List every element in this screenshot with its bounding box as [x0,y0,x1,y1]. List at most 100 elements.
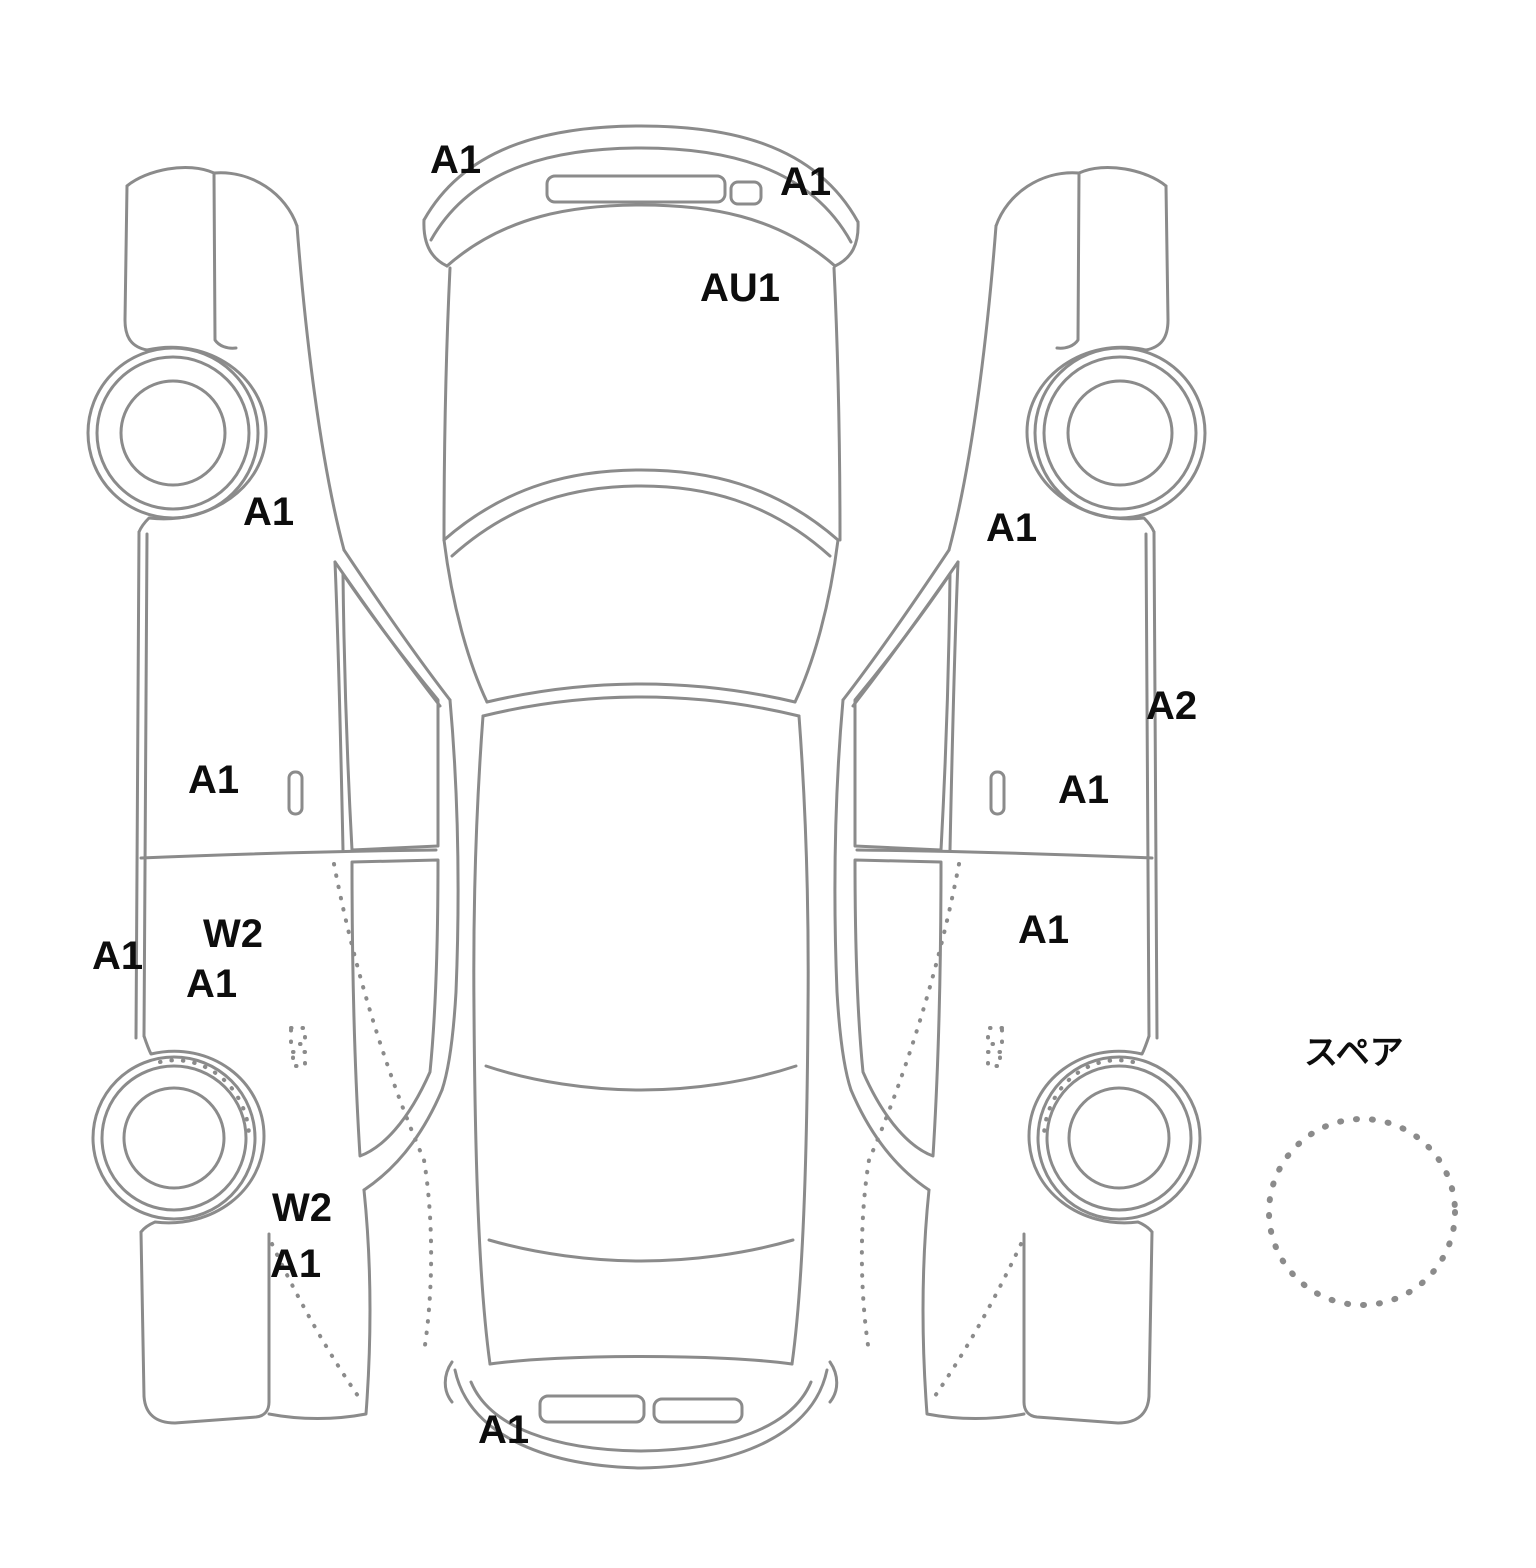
code-left-front-door: A1 [188,758,240,802]
cowl-arc [445,203,837,268]
code-front-glass-left: A1 [430,138,482,182]
code-right-front-fender: A1 [986,506,1038,550]
windshield-side-left [442,538,489,704]
rocker-outer [134,530,141,1040]
front-bumper-face [1144,184,1170,352]
trunk-line [488,1355,794,1366]
beltline [333,560,345,852]
code-right-rear-door: A1 [1018,908,1070,952]
rocker-outer [1152,530,1159,1040]
beltline [948,560,960,852]
rear-wheel-rim [1045,1064,1193,1212]
hidden-detail-1 [986,1026,1004,1046]
hidden-arch-line [1042,1058,1135,1136]
windshield-bottom-outer [485,682,797,704]
front-door-window [341,572,440,852]
windshield-bottom-inner [481,695,801,718]
hidden-detail-2 [986,1050,1002,1068]
hidden-bumper-line [270,1242,360,1398]
rocker-inner [1144,532,1151,1038]
code-right-front-door: A1 [1058,768,1110,812]
body-side-left [472,714,492,1366]
door-seam [139,848,438,860]
code-rear-bumper: A1 [478,1408,530,1452]
hidden-detail-1 [289,1026,307,1046]
hidden-bumper-line [933,1242,1023,1398]
rear-door-window [350,858,440,1158]
rear-wheel-hub [1067,1086,1171,1190]
bumper-seam [1055,171,1081,350]
rear-bumper-arc-inner [469,1380,813,1453]
front-wheel-hub [1066,379,1174,487]
cowl-panel-left [545,174,727,204]
rear-wheel-icon [1036,1055,1202,1221]
windshield-side-right [793,538,840,704]
hidden-arch-line [158,1058,251,1136]
front-wheel-hub [119,379,227,487]
code-front-bumper-right: A1 [780,160,832,204]
a-pillar-outer [841,548,951,702]
front-bumper-outline [994,165,1168,228]
rear-bumper-outline [139,1230,271,1425]
front-wheel-arch [1025,345,1156,534]
code-left-rear-door-w: W2 [203,912,263,956]
rear-bumper-outline [1022,1230,1154,1425]
fender-line [295,224,346,552]
windshield-top-inner [450,484,832,558]
spare-tire [1266,1116,1458,1308]
roof-edge [833,698,853,1092]
rear-bumper-arc-outer [453,1368,829,1470]
bumper-corner-right [833,220,860,268]
rear-wheel-arch [139,1034,266,1234]
front-bumper-outline [125,165,299,228]
rocker-inner [142,532,149,1038]
hidden-detail-2 [291,1050,307,1068]
code-left-side-edge: A1 [92,934,144,978]
quarter-panel-edge [921,1188,1026,1420]
rear-corner-right [828,1360,839,1404]
spare-tire-label: スペア [1304,1034,1404,1072]
bumper-corner-left [422,218,449,268]
right-side-view [833,165,1207,1425]
front-wheel-icon [1033,346,1207,520]
front-wheel-arch [137,345,268,534]
hood-side-left [442,266,452,542]
rear-corner-left [443,1360,454,1404]
hidden-quarter-line [859,862,961,1354]
a-pillar-outer [342,548,452,702]
c-pillar [362,1088,444,1192]
code-left-quarter-a: A1 [270,1242,322,1286]
top-view [422,124,860,1470]
rear-panel-left [538,1394,646,1424]
front-bumper-arc-inner [429,146,853,244]
code-hood: AU1 [700,266,781,310]
rear-wheel-icon [91,1055,257,1221]
bumper-seam [212,171,238,350]
front-door-window [853,572,952,852]
fender-line [947,224,998,552]
left-side-view [86,165,460,1425]
rear-wheel-hub [122,1086,226,1190]
rear-door-window [853,858,943,1158]
rear-panel-right [652,1397,744,1424]
windshield-top-outer [442,468,840,542]
code-left-front-fender: A1 [243,490,295,534]
code-right-rocker: A2 [1146,684,1198,728]
front-wheel-rim [95,355,251,511]
rear-wheel-arch [1027,1034,1154,1234]
rear-window-top [484,1064,798,1092]
rear-wheel-rim [100,1064,248,1212]
roof-edge [440,698,460,1092]
hood-side-right [832,266,842,542]
door-handle-icon [287,770,304,816]
body-side-right [790,714,810,1366]
code-left-rear-door-a: A1 [186,962,238,1006]
door-seam [855,848,1154,860]
front-bumper-face [123,184,149,352]
spare-tire-icon [1266,1116,1458,1308]
cowl-panel-right [729,180,763,206]
c-pillar [849,1088,931,1192]
quarter-panel-edge [267,1188,372,1420]
